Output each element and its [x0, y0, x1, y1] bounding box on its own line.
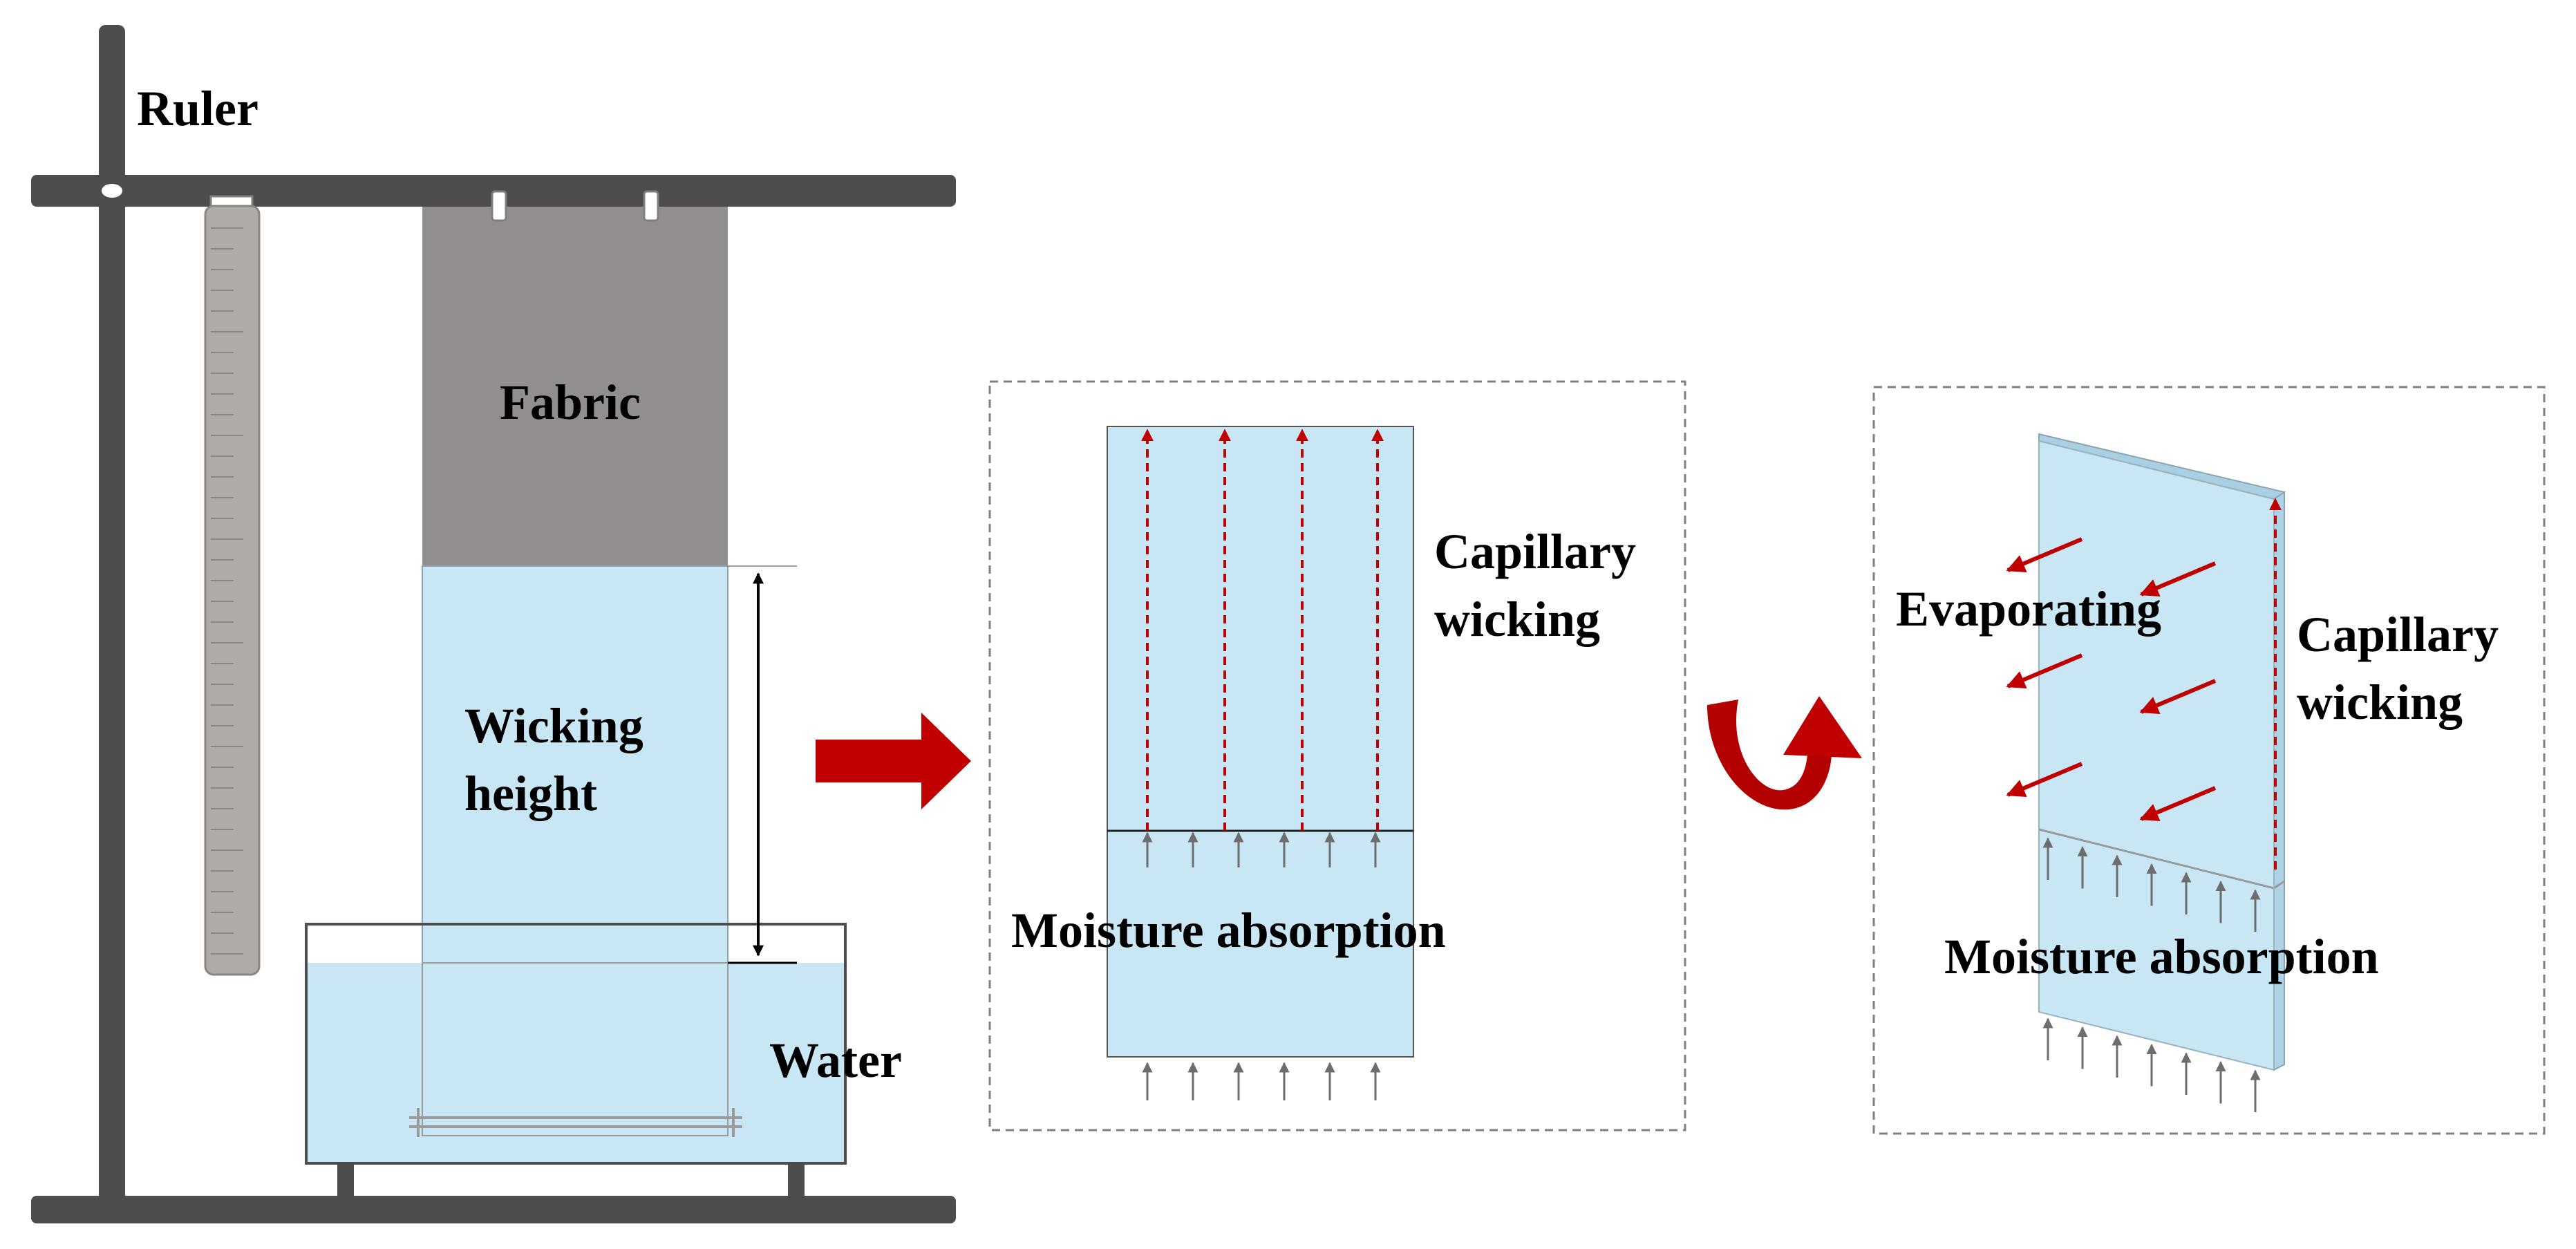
ruler-label: Ruler — [137, 81, 258, 136]
evaporation-arrow — [2139, 561, 2217, 597]
front-view-fabric — [1107, 426, 1414, 1058]
water-label: Water — [769, 1033, 902, 1088]
crossbar-clamp-hole — [102, 184, 122, 198]
fabric-label: Fabric — [500, 375, 641, 430]
fabric-clip-right — [643, 190, 659, 222]
3d-evaporating-label: Evaporating — [1896, 581, 2161, 637]
apparatus-panel: Ruler Fabric Wicking height Water — [31, 25, 956, 1223]
container-leg-right — [788, 1163, 805, 1196]
submerged-fabric-outline — [422, 962, 728, 1136]
front-view-capillary-label-line2: wicking — [1434, 592, 1600, 647]
container-leg-left — [337, 1163, 354, 1196]
container-water — [306, 963, 845, 1163]
3d-fabric-front-face — [2039, 441, 2274, 1070]
ruler-ticks — [211, 227, 243, 955]
fabric-dry-section — [422, 207, 728, 566]
rotation-arrow — [1707, 696, 1862, 810]
evaporation-arrow — [2006, 762, 2083, 798]
evaporation-arrow — [2006, 653, 2083, 689]
fabric-clip-left — [491, 190, 507, 222]
water-container — [305, 923, 847, 1165]
front-view-inflow-arrows — [1142, 1062, 1381, 1100]
3d-view-panel: Evaporating Capillary wicking Moisture a… — [1872, 386, 2546, 1135]
3d-moisture-label: Moisture absorption — [1944, 929, 2379, 984]
front-view-wicking-arrows — [1141, 429, 1384, 831]
evaporation-arrow — [2139, 679, 2217, 715]
front-view-frame — [988, 380, 1686, 1131]
evaporation-arrow — [2006, 537, 2083, 573]
3d-capillary-label-line2: wicking — [2297, 675, 2463, 730]
transition-arrow-right — [816, 713, 971, 809]
3d-fabric-outline — [2038, 440, 2275, 1071]
ruler — [204, 195, 261, 976]
weight-rod — [409, 1108, 742, 1137]
3d-capillary-label-line1: Capillary — [2297, 607, 2499, 662]
3d-inflow-arrows — [2042, 1017, 2261, 1112]
3d-view-frame — [1872, 386, 2546, 1135]
3d-evaporation-arrows — [2006, 537, 2217, 822]
stand-post — [99, 25, 125, 1212]
front-view-moisture-label: Moisture absorption — [1011, 903, 1446, 958]
evaporation-arrow — [2139, 786, 2217, 822]
ruler-body — [204, 205, 261, 976]
front-view-capillary-label-line1: Capillary — [1434, 524, 1636, 579]
wicking-height-label-line2: height — [464, 766, 597, 821]
3d-absorption-arrows — [2042, 837, 2261, 932]
wicking-height-label-line1: Wicking — [464, 698, 643, 753]
front-view-panel: Capillary wicking Moisture absorption — [988, 380, 1686, 1131]
front-view-absorption-arrows — [1142, 832, 1381, 867]
base-bar — [31, 1196, 956, 1223]
